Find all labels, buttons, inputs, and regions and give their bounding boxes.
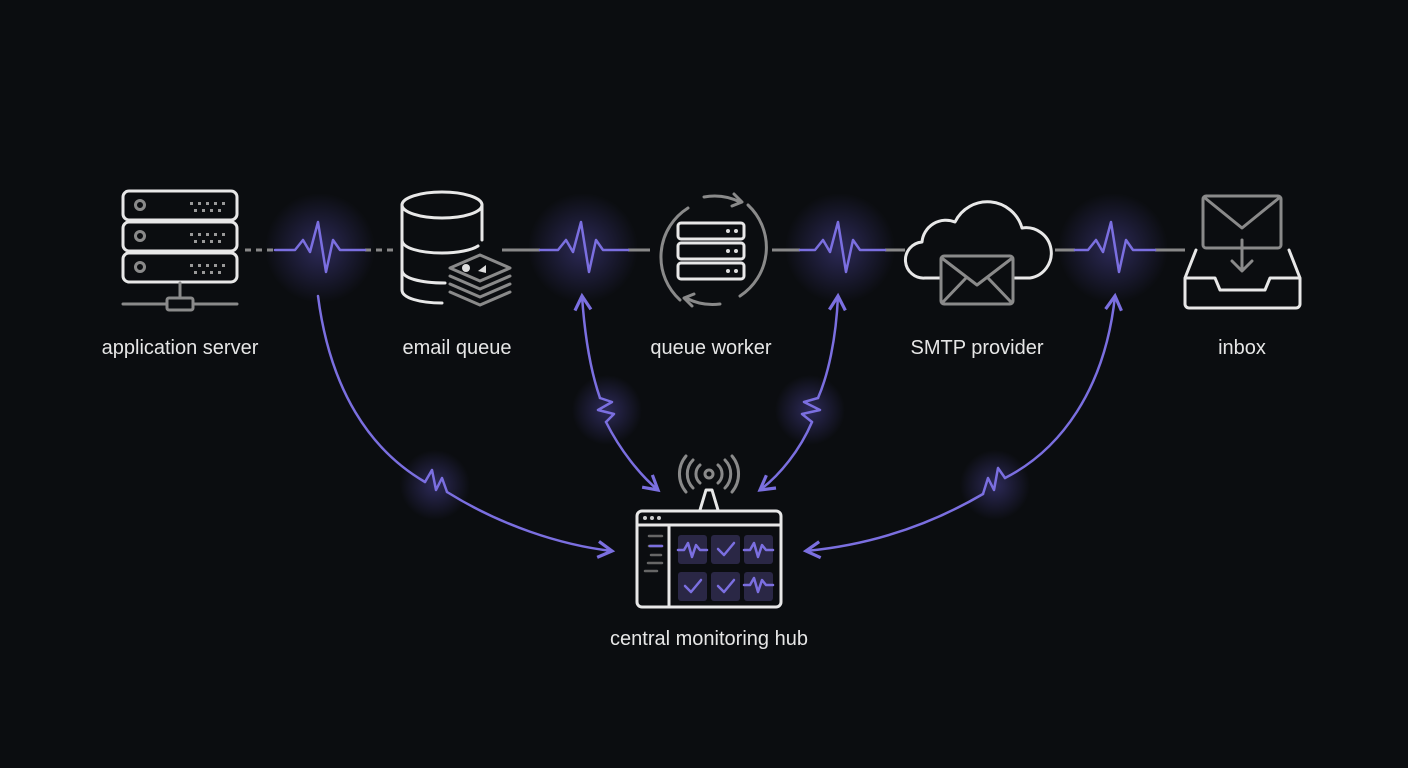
server-rack-icon <box>121 189 239 312</box>
node-label-smtp-provider: SMTP provider <box>910 337 1044 359</box>
connector-worker-to-smtp <box>772 220 905 274</box>
link-worker-to-hub <box>757 292 847 492</box>
inbox-tray-icon <box>1183 194 1302 310</box>
database-queue-icon <box>400 190 512 307</box>
hub-label: central monitoring hub <box>610 628 808 650</box>
node-label-queue-worker: queue worker <box>650 337 772 359</box>
monitoring-dashboard-icon <box>635 454 783 609</box>
node-label-inbox: inbox <box>1218 337 1266 359</box>
cloud-mail-icon <box>903 200 1053 306</box>
heartbeat-pulse-icon <box>538 220 630 274</box>
connector-app-to-queue <box>245 220 395 274</box>
signal-broadcast-icon <box>678 454 740 494</box>
connector-queue-to-worker <box>502 220 650 274</box>
heartbeat-pulse-icon <box>1073 220 1157 274</box>
node-label-email-queue: email queue <box>402 337 512 359</box>
sync-server-icon <box>659 192 768 308</box>
pulse-glows <box>265 193 1168 520</box>
connector-smtp-to-inbox <box>1055 220 1185 274</box>
link-app-to-hub <box>316 294 616 559</box>
node-label-application-server: application server <box>101 337 259 359</box>
heartbeat-pulse-icon <box>273 220 367 274</box>
heartbeat-pulse-icon <box>798 220 887 274</box>
link-smtp-to-hub <box>802 292 1123 560</box>
link-queue-to-hub <box>573 292 661 493</box>
